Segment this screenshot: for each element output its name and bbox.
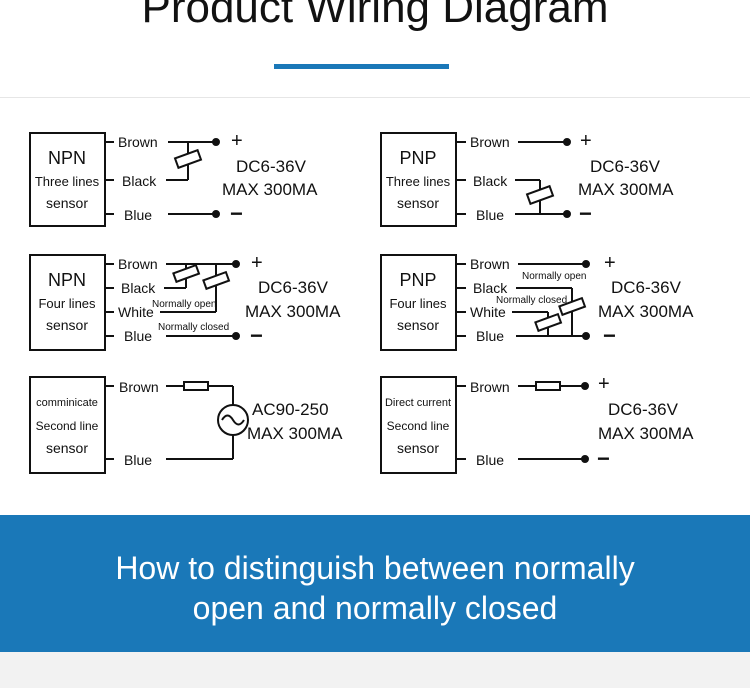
supply-voltage: DC6-36V (590, 157, 661, 176)
contact-label-normally-open: Normally open (522, 271, 586, 282)
sensor-label-line3: sensor (397, 440, 439, 456)
supply-current: MAX 300MA (245, 302, 341, 321)
diagram-dc-second-line: Direct current Second line sensor Brown … (380, 373, 694, 474)
diagram-pnp-three-lines: PNP Three lines sensor Brown Black Blue … (380, 130, 674, 227)
wire-label-brown: Brown (470, 256, 510, 272)
supply-voltage: DC6-36V (236, 157, 307, 176)
terminal-minus: − (603, 323, 616, 348)
sensor-label-line2: Four lines (389, 296, 447, 311)
load-relay-icon (534, 312, 563, 333)
sensor-label-line2: Second line (387, 419, 450, 433)
wire-label-white: White (470, 304, 506, 320)
diagram-npn-four-lines: NPN Four lines sensor Brown Black White … (29, 252, 341, 351)
load-relay-icon (172, 263, 201, 284)
supply-current: MAX 300MA (578, 180, 674, 199)
terminal-plus: + (231, 130, 243, 152)
wire-label-blue: Blue (476, 328, 504, 344)
info-banner: How to distinguish between normally open… (0, 515, 750, 652)
wire-label-brown: Brown (470, 134, 510, 150)
load-relay-icon (202, 270, 231, 291)
wire-label-brown: Brown (119, 379, 159, 395)
sensor-label-line2: Three lines (35, 174, 100, 189)
supply-voltage: AC90-250 (252, 400, 329, 419)
terminal-minus: − (597, 446, 610, 471)
wire-label-black: Black (122, 173, 157, 189)
sensor-label-line1: PNP (399, 148, 436, 168)
supply-current: MAX 300MA (222, 180, 318, 199)
sensor-box (380, 254, 457, 351)
terminal-plus: + (598, 373, 610, 395)
wire-label-brown: Brown (118, 134, 158, 150)
wire-label-blue: Blue (476, 452, 504, 468)
banner-line-1: How to distinguish between normally (115, 550, 635, 586)
banner-line-2: open and normally closed (192, 590, 558, 626)
sensor-label-line1: comminicate (36, 397, 98, 409)
load-relay-icon (173, 148, 203, 170)
load-relay-icon (535, 381, 561, 391)
diagram-ac-second-line: comminicate Second line sensor Brown Blu… (29, 376, 343, 474)
wiring-diagram-canvas: NPN Three lines sensor Brown Black Blue … (29, 130, 694, 474)
wiring-diagram-panel: NPN Three lines sensor Brown Black Blue … (0, 97, 750, 516)
supply-voltage: DC6-36V (608, 400, 679, 419)
sensor-label-line2: Second line (36, 419, 99, 433)
supply-voltage: DC6-36V (258, 278, 329, 297)
terminal-plus: + (580, 130, 592, 152)
terminal-minus: − (250, 323, 263, 348)
sensor-box (29, 376, 106, 474)
sensor-label-line2: Four lines (38, 296, 96, 311)
load-relay-icon (558, 296, 587, 317)
sensor-label-line1: PNP (399, 270, 436, 290)
contact-label-normally-open: Normally open (152, 299, 216, 310)
terminal-plus: + (604, 252, 616, 274)
load-relay-icon (525, 184, 555, 206)
wire-label-blue: Blue (124, 452, 152, 468)
contact-label-normally-closed: Normally closed (158, 322, 229, 333)
diagram-npn-three-lines: NPN Three lines sensor Brown Black Blue … (29, 130, 318, 227)
sensor-label-line1: Direct current (385, 397, 451, 409)
supply-current: MAX 300MA (598, 424, 694, 443)
wire-label-black: Black (473, 173, 508, 189)
sensor-label-line3: sensor (46, 317, 88, 333)
diagram-pnp-four-lines: PNP Four lines sensor Brown Black White … (380, 252, 694, 351)
terminal-plus: + (251, 252, 263, 274)
supply-current: MAX 300MA (247, 424, 343, 443)
sensor-box (380, 376, 457, 474)
terminal-minus: − (230, 201, 243, 226)
page-title: Product Wiring Diagram (141, 0, 609, 32)
sensor-label-line1: NPN (48, 148, 86, 168)
wire-label-blue: Blue (124, 207, 152, 223)
sensor-label-line3: sensor (46, 440, 88, 456)
wire-label-white: White (118, 304, 154, 320)
supply-current: MAX 300MA (598, 302, 694, 321)
contact-label-normally-closed: Normally closed (496, 295, 567, 306)
bottom-strip (0, 652, 750, 688)
wire-label-brown: Brown (118, 256, 158, 272)
title-underline (274, 64, 449, 69)
load-relay-icon (183, 381, 209, 391)
sensor-label-line3: sensor (397, 317, 439, 333)
wire-label-blue: Blue (476, 207, 504, 223)
terminal-minus: − (579, 201, 592, 226)
sensor-label-line3: sensor (46, 195, 88, 211)
sensor-label-line1: NPN (48, 270, 86, 290)
wire-label-brown: Brown (470, 379, 510, 395)
wire-label-black: Black (473, 280, 508, 296)
sensor-label-line3: sensor (397, 195, 439, 211)
supply-voltage: DC6-36V (611, 278, 682, 297)
wire-label-black: Black (121, 280, 156, 296)
sensor-box (29, 254, 106, 351)
sensor-label-line2: Three lines (386, 174, 451, 189)
wire-label-blue: Blue (124, 328, 152, 344)
